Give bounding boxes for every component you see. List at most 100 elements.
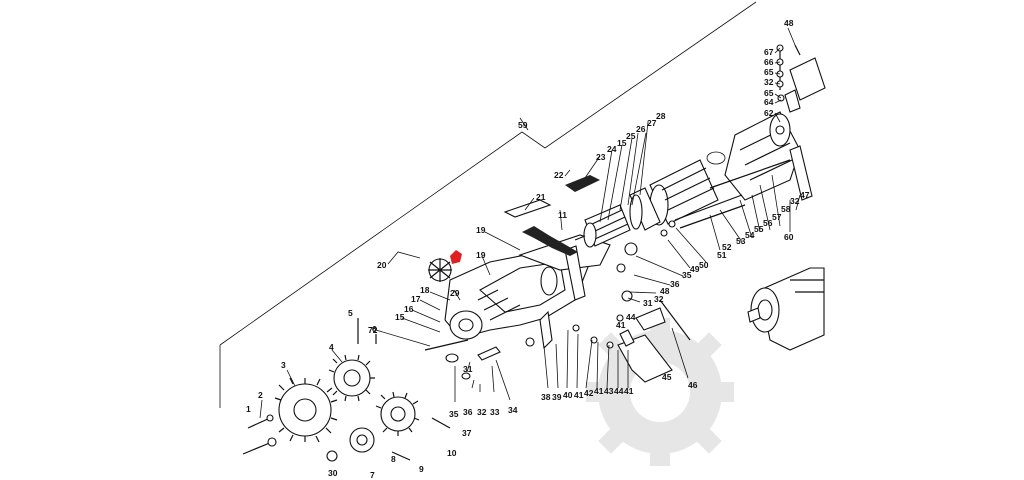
small-parts-middle	[445, 220, 676, 380]
label-48: 48	[784, 18, 794, 28]
label-37: 37	[462, 428, 472, 438]
label-29: 29	[450, 288, 460, 298]
label-23: 23	[596, 152, 606, 162]
frame-outline	[219, 1, 757, 408]
label-48: 48	[660, 286, 670, 296]
highlighted-part	[450, 250, 462, 264]
label-60: 60	[784, 232, 794, 242]
label-8: 8	[391, 454, 396, 464]
bolts-left	[242, 318, 469, 462]
label-15: 15	[395, 312, 405, 322]
label-41: 41	[574, 390, 584, 400]
label-36: 36	[670, 279, 680, 289]
label-32: 32	[764, 77, 774, 87]
plate-45	[617, 329, 673, 383]
label-58: 58	[781, 204, 791, 214]
chain-part	[522, 175, 600, 256]
label-30: 30	[328, 468, 338, 478]
label-32: 32	[790, 196, 800, 206]
label-50: 50	[699, 260, 709, 270]
label-28: 28	[656, 111, 666, 121]
label-39: 39	[552, 392, 562, 402]
label-1: 1	[246, 404, 251, 414]
label-31: 31	[463, 364, 473, 374]
rotor-28	[629, 159, 719, 231]
label-41: 41	[594, 386, 604, 396]
label-57: 57	[772, 212, 782, 222]
label-31: 31	[643, 298, 653, 308]
plate-47	[635, 299, 691, 341]
label-52: 52	[722, 242, 732, 252]
stator-housing	[706, 111, 813, 201]
label-62: 62	[764, 108, 774, 118]
label-32: 32	[477, 407, 487, 417]
label-53: 53	[736, 236, 746, 246]
label-5: 5	[348, 308, 353, 318]
label-3: 3	[281, 360, 286, 370]
label-33: 33	[490, 407, 500, 417]
label-35: 35	[449, 409, 459, 419]
label-64: 64	[764, 97, 774, 107]
label-36: 36	[463, 407, 473, 417]
main-housing	[444, 234, 611, 350]
label-35: 35	[682, 270, 692, 280]
sprocket-3	[274, 377, 338, 443]
svg-text:C: C	[648, 380, 664, 405]
label-45: 45	[662, 372, 672, 382]
label-26: 26	[636, 124, 646, 134]
leader-lines	[259, 27, 801, 419]
label-65: 65	[764, 88, 774, 98]
label-72: 72	[368, 325, 378, 335]
motor-unit	[747, 267, 825, 351]
label-20: 20	[377, 260, 387, 270]
top-right-bracket	[776, 44, 826, 113]
label-18: 18	[420, 285, 430, 295]
label-59: 59	[518, 120, 528, 130]
label-44: 44	[626, 312, 636, 322]
label-19: 19	[476, 225, 486, 235]
label-25: 25	[626, 131, 636, 141]
label-41: 41	[616, 320, 626, 330]
label-40: 40	[563, 390, 573, 400]
label-65: 65	[764, 67, 774, 77]
label-44: 44	[614, 386, 624, 396]
label-11: 11	[558, 210, 567, 220]
label-47: 47	[800, 190, 810, 200]
label-16: 16	[404, 304, 414, 314]
label-10: 10	[447, 448, 457, 458]
label-15: 15	[617, 138, 627, 148]
label-55: 55	[754, 224, 764, 234]
fan-wheel	[428, 258, 452, 282]
shafts	[674, 159, 791, 229]
label-4: 4	[329, 342, 334, 352]
label-9: 9	[419, 464, 424, 474]
part-number-labels: 59 48 67 66 65 32 65 64 62 28 26 27 25 2…	[246, 18, 810, 480]
label-38: 38	[541, 392, 551, 402]
label-32: 32	[654, 294, 664, 304]
label-7: 7	[370, 470, 375, 480]
label-51: 51	[717, 250, 727, 260]
label-42: 42	[584, 388, 594, 398]
label-67: 67	[764, 47, 774, 57]
label-56: 56	[763, 218, 773, 228]
sprocket-4	[328, 354, 375, 402]
label-19: 19	[476, 250, 486, 260]
label-2: 2	[258, 390, 263, 400]
label-54: 54	[745, 230, 755, 240]
armature	[574, 204, 631, 248]
label-17: 17	[411, 294, 421, 304]
label-34: 34	[508, 405, 518, 415]
label-27: 27	[647, 118, 657, 128]
label-24: 24	[607, 144, 617, 154]
sprocket-10	[375, 391, 420, 436]
label-43: 43	[604, 386, 614, 396]
label-49: 49	[690, 264, 700, 274]
label-46: 46	[688, 380, 698, 390]
label-66: 66	[764, 57, 774, 67]
label-22: 22	[554, 170, 564, 180]
label-21: 21	[536, 192, 546, 202]
cover-21	[503, 199, 552, 218]
label-41: 41	[624, 386, 634, 396]
